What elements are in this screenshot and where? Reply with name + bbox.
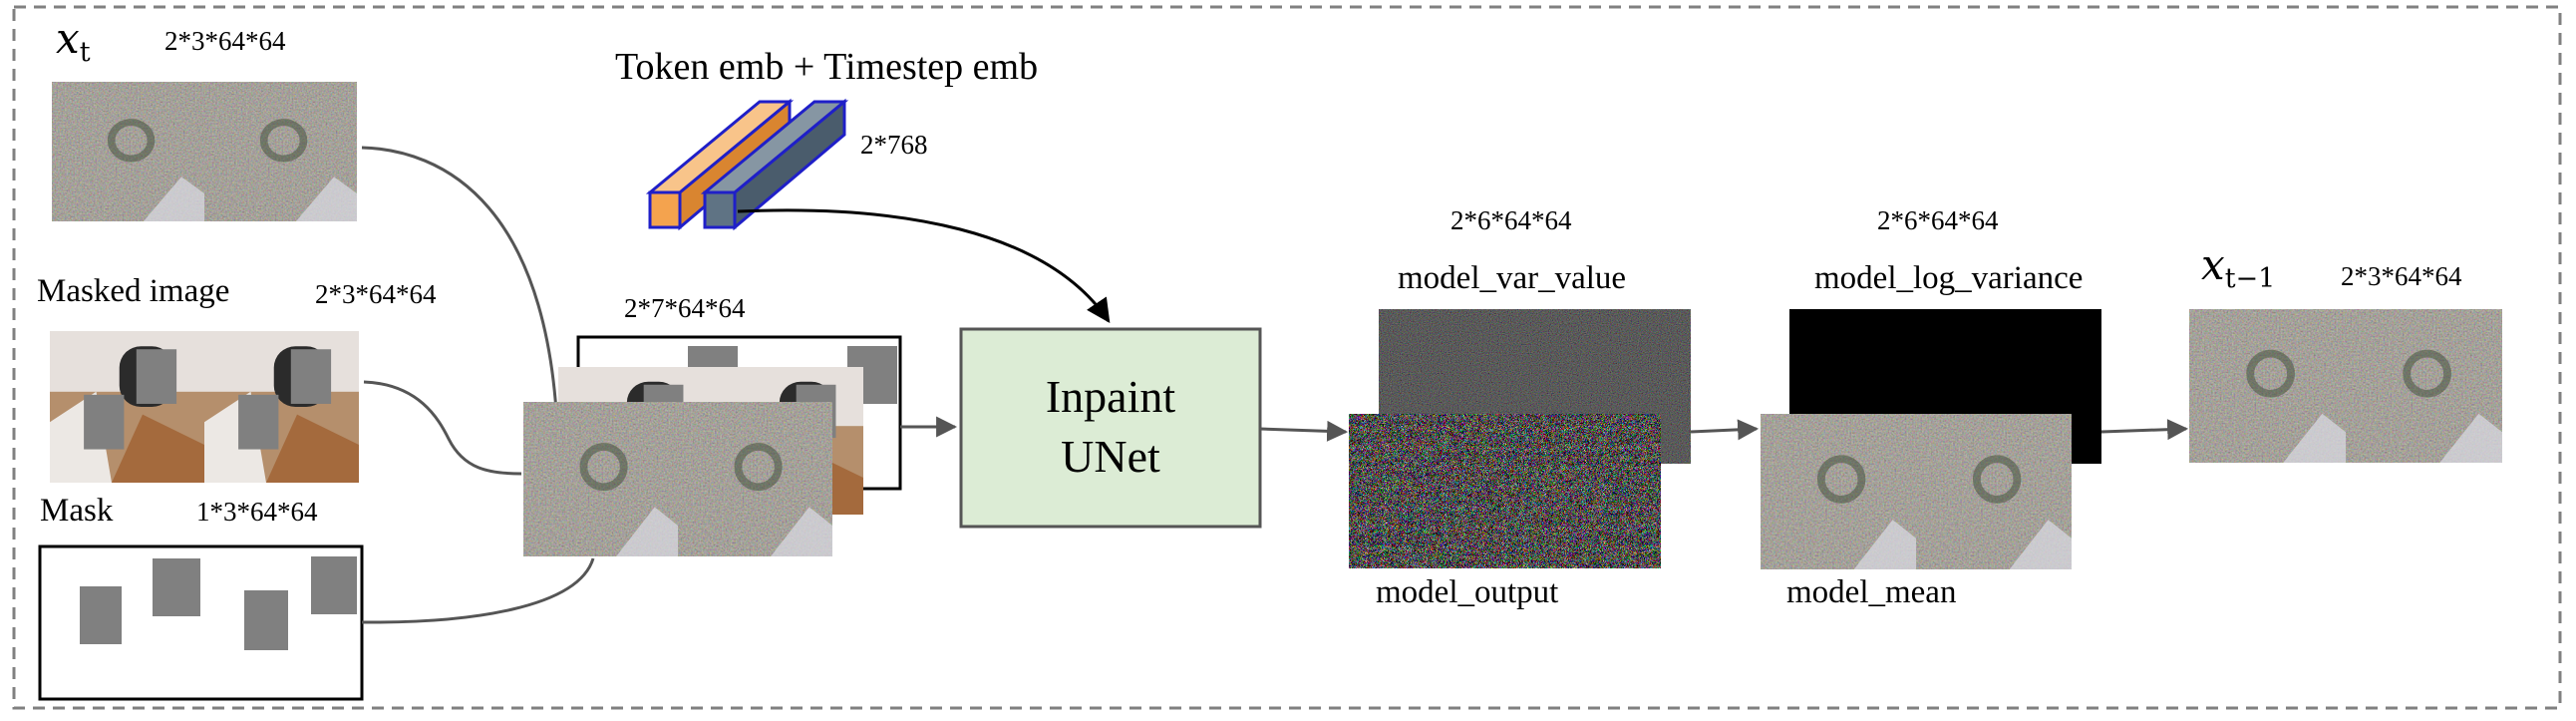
xt-symbol-base: x — [56, 14, 80, 63]
connector-mask — [361, 557, 595, 624]
xt-minus-1-image — [2189, 309, 2502, 463]
unet-label-line1: Inpaint — [1045, 371, 1176, 422]
log-variance-dims: 2*6*64*64 — [1877, 205, 1999, 235]
arrow-embedding-to-unet — [737, 208, 1111, 323]
embedding-dims: 2*768 — [860, 130, 928, 160]
inpaint-unet-box — [959, 327, 1262, 529]
mask-image — [38, 544, 364, 701]
xt-dims: 2*3*64*64 — [164, 26, 286, 56]
embedding-blocks — [645, 98, 849, 231]
var-value-dims: 2*6*64*64 — [1450, 205, 1572, 235]
xt-input-image — [52, 82, 357, 221]
unet-label: Inpaint UNet — [961, 367, 1260, 487]
xt-minus-1-symbol: xt−1 — [2201, 244, 2276, 294]
mask-label: Mask — [40, 493, 114, 529]
log-variance-label: model_log_variance — [1814, 260, 2084, 296]
outer-dashed-border — [12, 5, 2562, 710]
xt-minus-1-sub: t−1 — [2224, 263, 2276, 294]
masked-image-dims: 2*3*64*64 — [315, 279, 437, 309]
mask-dims: 1*3*64*64 — [196, 497, 318, 527]
model-mean-image — [1761, 414, 2072, 569]
arrow-unet-to-outputs — [1259, 420, 1349, 442]
model-output-label: model_output — [1376, 574, 1559, 610]
connector-masked — [363, 380, 522, 476]
embedding-label: Token emb + Timestep emb — [615, 46, 1039, 88]
arrow-to-xt-minus-1 — [2100, 419, 2189, 441]
var-value-label: model_var_value — [1398, 260, 1627, 296]
xt-minus-1-base: x — [2201, 240, 2225, 289]
xt-symbol: xt — [56, 18, 91, 68]
concat-dims: 2*7*64*64 — [624, 293, 746, 323]
masked-image-picture — [50, 331, 359, 483]
arrow-to-log-variance — [1690, 419, 1760, 441]
unet-label-line2: UNet — [1061, 430, 1160, 482]
masked-image-label: Masked image — [37, 273, 230, 309]
model-output-image — [1349, 414, 1661, 568]
connector-xt — [361, 146, 560, 470]
xt-symbol-sub: t — [79, 37, 91, 68]
model-mean-label: model_mean — [1786, 574, 1957, 610]
xt-minus-1-dims: 2*3*64*64 — [2341, 261, 2462, 291]
concat-stack — [523, 335, 902, 556]
